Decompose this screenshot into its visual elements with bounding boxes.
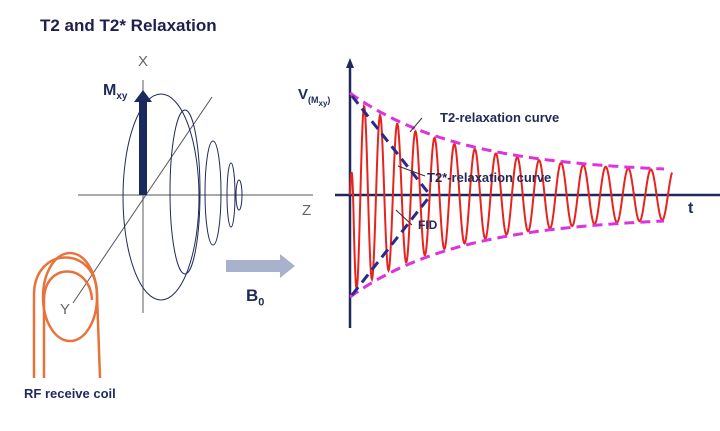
rf-coil-icon [32, 251, 102, 379]
v-axis-arrowhead [346, 58, 354, 68]
axis-y-label: Y [60, 301, 71, 318]
mxy-label-main: M [103, 82, 117, 99]
t2star-curve-top [350, 95, 432, 196]
fid-signal-wave [349, 103, 673, 292]
page-title: T2 and T2* Relaxation [40, 16, 217, 35]
t2-curve-label: T2-relaxation curve [440, 110, 560, 125]
t2star-label-leader [397, 165, 426, 177]
mxy-label: Mxy [103, 82, 127, 102]
fid-label: FID [418, 218, 438, 232]
mxy-vector-arrow [134, 90, 152, 195]
y-axis-line [72, 96, 213, 304]
t2star-curve-bottom [350, 195, 432, 296]
v-label-main: V [298, 86, 309, 103]
fid-label-leader [395, 209, 413, 226]
t2star-curve-label: T2*-relaxation curve [427, 170, 552, 185]
precession-spiral [122, 93, 243, 301]
t-axis-label: t [688, 200, 694, 217]
b0-label-main: B [246, 286, 259, 305]
v-label-sub-xy: xy [318, 98, 328, 108]
t2-envelope-top [349, 91, 665, 171]
b0-arrow-icon [226, 254, 295, 278]
v-axis-label: V(Mxy) [298, 86, 330, 108]
t2-label-leader [409, 117, 423, 133]
coil-label: RF receive coil [24, 386, 116, 401]
v-label-sub-open: (M [308, 95, 319, 105]
axis-z-label: Z [302, 202, 312, 219]
b0-label: B0 [246, 286, 264, 308]
v-label-sub-close: ) [327, 95, 331, 105]
mxy-label-sub: xy [116, 91, 128, 103]
b0-label-sub: 0 [258, 296, 265, 309]
axis-x-label: X [138, 53, 149, 70]
t2-envelope-bottom [349, 219, 665, 299]
